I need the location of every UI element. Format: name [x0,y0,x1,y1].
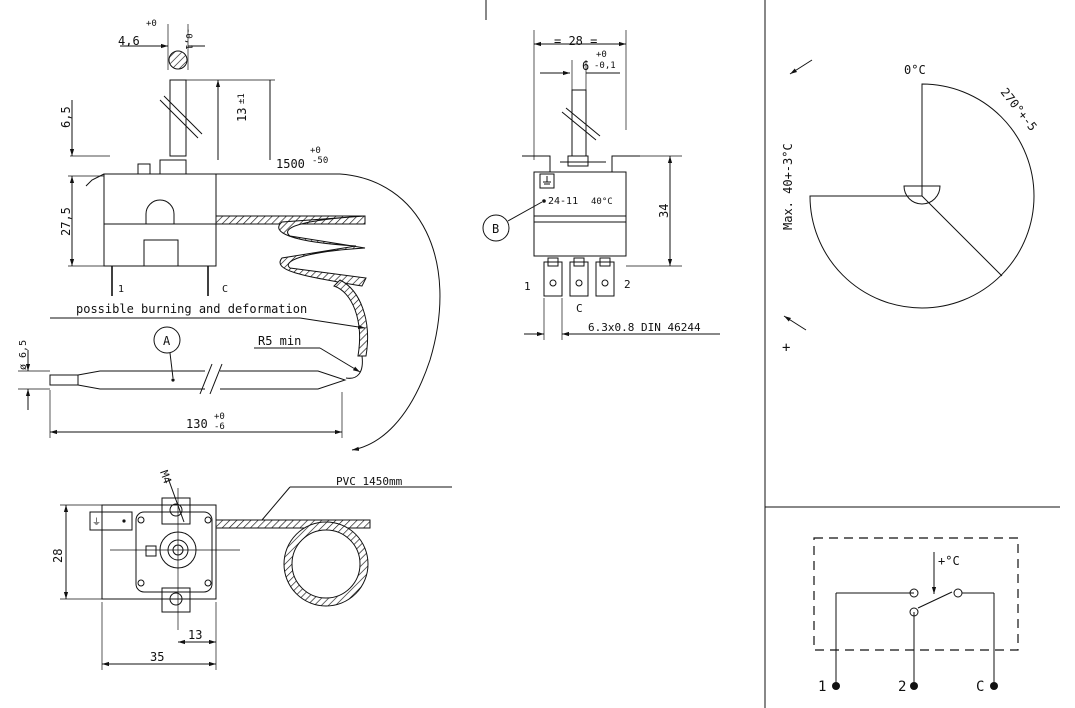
callout-b: B [492,222,499,236]
side-terminals [543,257,615,297]
thread-label: M4 [157,469,174,486]
schematic-temp-arrow: +°C [938,554,960,568]
sensing-bulb [49,363,347,395]
side-shaft-width: 6 [582,59,589,73]
capillary-length-label: 1500 [276,157,305,171]
bulb-tol-minus: -6 [214,422,225,432]
bottom-view: ⏚ M4 PVC 1450mm 28 13 [51,469,452,670]
bulb-length-label: 130 [186,417,208,431]
shaft-length-tol: ±1 [237,93,247,104]
side-shaft-tol-minus: -0,1 [594,61,616,71]
bulb-tol-plus: +0 [214,412,225,422]
schematic-terminal-1: 1 [818,679,826,695]
dial-diagram: 0°C 270°+-5 Max. 40+-3°C + [781,59,1040,356]
front-terminal-1: 1 [118,284,124,295]
side-height-label: 34 [657,204,671,218]
bottom-offset-label: 13 [188,628,202,642]
body-height-label: 27,5 [59,207,73,236]
dial-plus-symbol: + [782,340,790,356]
dial-zero-label: 0°C [904,63,926,77]
bend-radius-label: R5 min [258,334,301,348]
side-body [533,171,627,257]
shaft-height-label: 6,5 [59,106,73,128]
switch-schematic: +°C 1 2 C [813,537,1019,695]
dial-max-label: Max. 40+-3°C [781,143,795,230]
callout-b-circle [482,214,510,242]
bulb-diameter-label: ø 6,5 [18,340,29,370]
front-view: 4,6 +0 -0,1 6,5 13 ±1 1 C 27,5 [18,19,441,451]
warning-note: possible burning and deformation [76,302,307,316]
side-terminal-c: C [576,302,583,315]
side-terminal-2: 2 [624,278,631,291]
callout-a: A [163,334,171,348]
schematic-terminal-c: C [976,679,984,695]
side-shaft-tol-plus: +0 [596,50,607,60]
side-terminal-1: 1 [524,280,531,293]
capillary-tol-minus: -50 [312,156,328,166]
schematic-terminal-2: 2 [898,679,906,695]
shaft-diameter-label: 4,6 [118,34,140,48]
side-width-label: = 28 = [554,34,597,48]
cable-label: PVC 1450mm [336,475,403,488]
callout-a-circle [153,326,181,354]
dial-rotation-label: 270°+-5 [998,85,1040,133]
capillary-length-dimension [230,173,441,451]
bottom-width-label: 35 [150,650,164,664]
side-view: = 28 = 6 +0 -0,1 24-11 40°C 34 B [482,30,720,340]
svg-text:⏚: ⏚ [92,517,101,528]
shaft-length-label: 13 [235,108,249,122]
front-terminal-c: C [222,284,228,295]
capillary-tol-plus: +0 [310,146,321,156]
frame-lines [485,0,1060,708]
shaft-section [168,50,188,70]
dial-sector [809,83,1035,309]
bottom-body [101,504,217,600]
schematic-enclosure [813,537,1019,651]
shaft-tol-minus: -0,1 [183,28,193,50]
side-tab-spec: 6.3x0.8 DIN 46244 [588,321,701,334]
bottom-height-label: 28 [51,549,65,563]
side-marking-temp: 40°C [591,197,613,207]
side-marking-code: 24-11 [548,196,578,207]
thermostat-body [103,173,217,267]
shaft-tol-plus: +0 [146,19,157,29]
